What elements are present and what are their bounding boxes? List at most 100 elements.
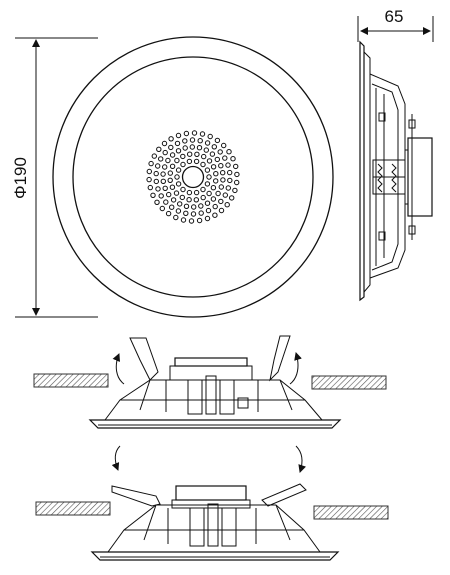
grille-hole xyxy=(214,137,221,144)
grille-hole xyxy=(211,144,218,150)
grille-hole xyxy=(183,130,190,137)
grille-hole xyxy=(146,176,152,183)
grille-hole xyxy=(187,151,193,157)
grille-hole-pattern xyxy=(146,130,240,224)
grille-hole xyxy=(191,204,197,210)
grille-hole xyxy=(190,211,197,217)
depth-label: 65 xyxy=(385,7,404,26)
grille-hole xyxy=(174,174,180,180)
grille-hole xyxy=(191,130,198,136)
grille-hole xyxy=(177,201,183,207)
grille-hole xyxy=(175,167,182,173)
grille-hole xyxy=(163,199,169,205)
grille-hole xyxy=(162,164,168,170)
ceiling-panel-left xyxy=(33,373,109,388)
grille-hole xyxy=(227,169,233,176)
grille-hole xyxy=(200,161,206,168)
grille-hole xyxy=(175,132,182,139)
grille-hole xyxy=(151,153,158,159)
grille-hole xyxy=(220,170,226,176)
grille-hole xyxy=(183,203,190,210)
grille-hole xyxy=(194,151,200,158)
grille-hole xyxy=(207,133,213,140)
grille-hole xyxy=(218,198,224,205)
grille-hole xyxy=(159,205,166,212)
grille-hole xyxy=(148,160,154,167)
grille-hole xyxy=(233,163,239,170)
grille-hole xyxy=(173,214,179,221)
grille-hole xyxy=(175,181,182,187)
grille-hole xyxy=(150,192,156,199)
grille-hole xyxy=(232,187,238,194)
grille-hole xyxy=(162,149,168,156)
grille-hole xyxy=(225,162,231,168)
grille-hole xyxy=(214,156,221,163)
grille-hole xyxy=(155,186,161,192)
grille-hole xyxy=(200,194,206,201)
grille-hole xyxy=(167,170,174,176)
grille-hole xyxy=(206,158,213,164)
grille-hole xyxy=(173,190,180,196)
grille-hole xyxy=(146,168,153,175)
grille-hole xyxy=(220,177,226,183)
grille-hole xyxy=(205,207,212,214)
ceiling-panel-right xyxy=(311,375,387,390)
grille-hole xyxy=(165,210,172,217)
grille-hole xyxy=(218,207,225,214)
ceiling-panel-right-2 xyxy=(313,505,389,520)
grille-hole xyxy=(174,140,181,147)
grille-hole xyxy=(186,189,193,196)
install-step-clips-closed xyxy=(35,445,389,561)
grille-hole xyxy=(212,203,218,210)
grille-hole xyxy=(188,218,195,224)
grille-hole xyxy=(153,178,160,185)
grille-hole xyxy=(199,131,206,137)
grille-hole xyxy=(218,184,225,190)
grille-hole xyxy=(180,217,187,223)
grille-hole xyxy=(182,138,188,144)
grille-hole xyxy=(162,185,168,192)
grille-hole xyxy=(193,158,200,165)
grille-hole xyxy=(189,137,196,143)
grille-hole xyxy=(169,152,176,158)
grille-hole xyxy=(156,146,162,153)
grille-hole xyxy=(155,163,161,169)
grille-hole xyxy=(229,195,235,201)
front-view: Φ190 xyxy=(11,36,334,318)
grille-hole xyxy=(200,186,206,193)
grille-hole xyxy=(169,163,176,170)
grille-hole xyxy=(186,158,193,165)
grille-hole xyxy=(204,140,211,146)
grille-hole xyxy=(175,148,182,154)
side-view xyxy=(357,16,434,302)
diameter-label: Φ190 xyxy=(11,157,30,199)
grille-hole xyxy=(196,217,203,224)
grille-hole xyxy=(183,210,189,217)
grille-hole xyxy=(224,202,230,208)
grille-hole xyxy=(186,197,192,203)
grille-hole xyxy=(180,153,186,160)
grille-hole xyxy=(198,210,204,216)
grille-hole xyxy=(166,191,172,198)
grille-hole xyxy=(189,144,196,150)
grille-hole xyxy=(169,204,175,210)
grille-hole xyxy=(206,174,212,180)
grille-hole xyxy=(201,153,207,160)
grille-hole xyxy=(180,186,186,193)
grille-hole xyxy=(210,196,217,202)
grille-hole xyxy=(197,138,203,144)
grille-hole xyxy=(215,190,221,197)
grille-hole xyxy=(153,170,159,177)
grille-hole xyxy=(217,149,223,155)
grille-hole xyxy=(168,136,174,142)
grille-hole xyxy=(206,190,212,197)
grille-hole xyxy=(158,193,164,199)
grille-hole xyxy=(193,189,200,196)
grille-hole xyxy=(218,163,224,169)
grille-hole xyxy=(204,181,211,187)
ceiling-panel-left-2 xyxy=(35,501,111,516)
grille-hole xyxy=(226,149,232,155)
grille-hole xyxy=(234,179,240,186)
outer-ring xyxy=(52,36,334,318)
